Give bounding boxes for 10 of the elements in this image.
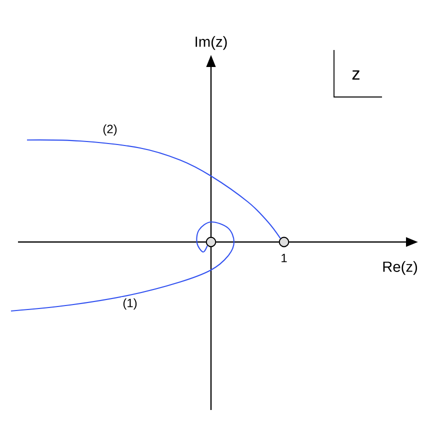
axis-label: Im(z) [196, 36, 227, 50]
point-marker [206, 236, 216, 248]
curve [10, 221, 235, 312]
edge-label: (2) [101, 123, 119, 137]
point-marker [278, 236, 290, 248]
axis-label: Re(z) [383, 261, 417, 275]
axis-label: z [352, 70, 360, 80]
curve [27, 139, 281, 239]
edge-label: (1) [121, 297, 139, 311]
tick-label: 1 [282, 254, 287, 262]
